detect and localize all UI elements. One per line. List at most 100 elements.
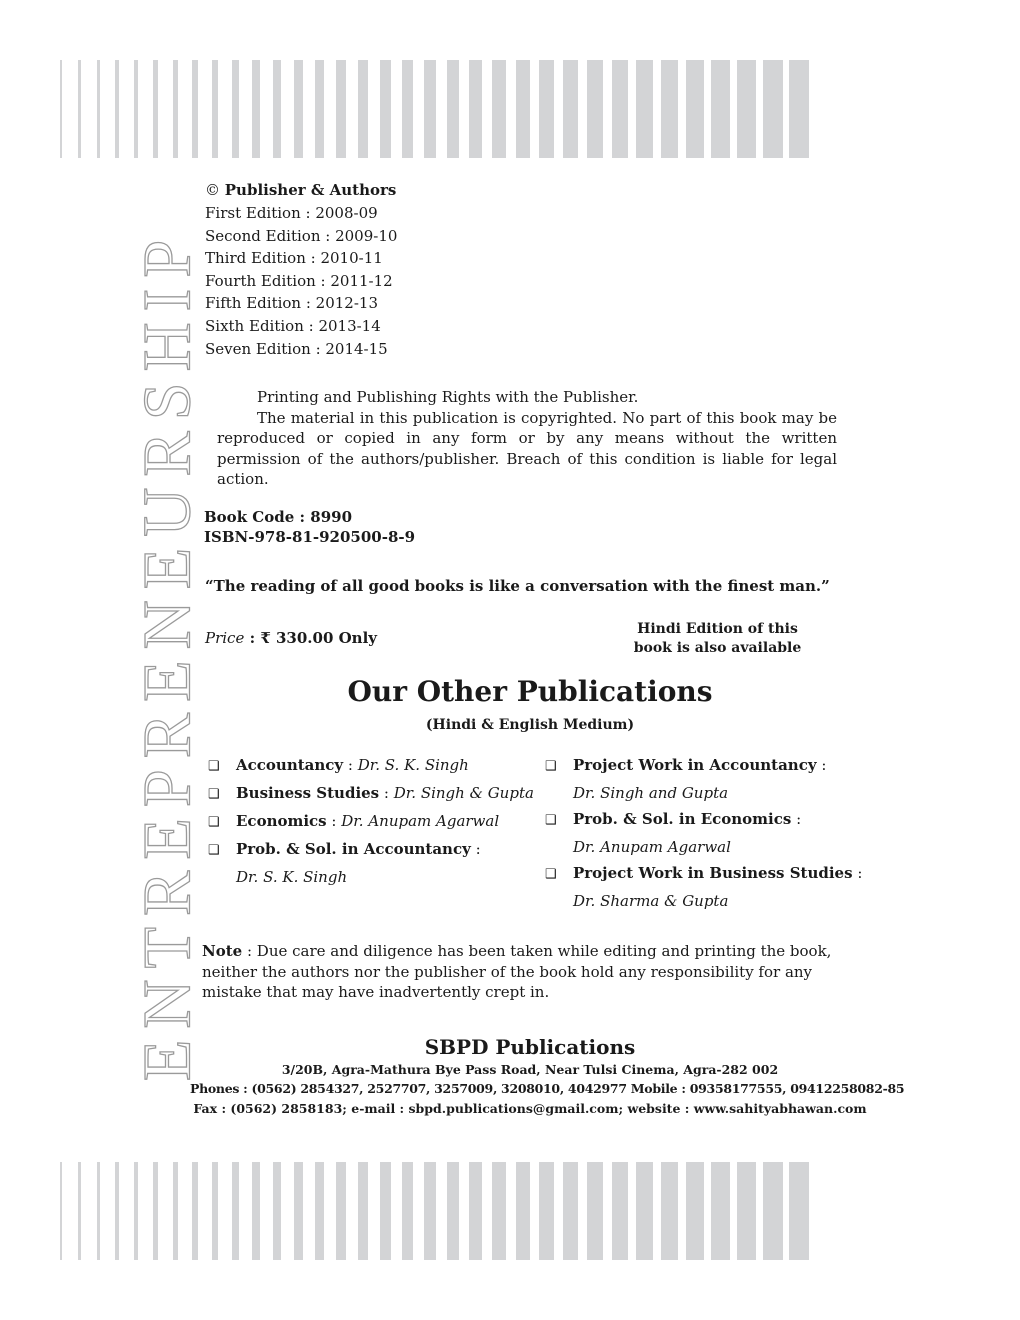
hindi-note-line: Hindi Edition of this bbox=[637, 621, 798, 637]
publication-item: ❑Project Work in Accountancy : bbox=[545, 752, 862, 780]
rights-notice: Printing and Publishing Rights with the … bbox=[217, 387, 837, 490]
stripe bbox=[115, 60, 119, 158]
stripe bbox=[711, 1162, 730, 1260]
stripe bbox=[252, 1162, 260, 1260]
edition-item: Sixth Edition : 2013-14 bbox=[205, 316, 381, 335]
stripe bbox=[612, 1162, 628, 1260]
stripe bbox=[153, 1162, 158, 1260]
publications-left-column: ❑Accountancy : Dr. S. K. Singh❑Business … bbox=[208, 752, 534, 890]
checkbox-bullet-icon: ❑ bbox=[545, 759, 557, 774]
publisher-name: SBPD Publications bbox=[424, 1035, 636, 1059]
stripe bbox=[492, 1162, 506, 1260]
publication-item: ❑Accountancy : Dr. S. K. Singh bbox=[208, 752, 534, 780]
publication-author-line: Dr. Singh and Gupta bbox=[545, 780, 862, 806]
stripe bbox=[516, 60, 530, 158]
stripe bbox=[402, 1162, 413, 1260]
stripe bbox=[273, 1162, 281, 1260]
hindi-edition-note: Hindi Edition of this book is also availa… bbox=[600, 620, 835, 658]
checkbox-bullet-icon: ❑ bbox=[208, 787, 220, 802]
note-label: Note bbox=[202, 942, 243, 960]
stripe bbox=[686, 60, 704, 158]
stripe bbox=[636, 1162, 653, 1260]
edition-item: Fifth Edition : 2012-13 bbox=[205, 294, 378, 313]
stripe bbox=[424, 60, 436, 158]
stripe bbox=[115, 1162, 119, 1260]
book-code: Book Code : 8990 bbox=[204, 508, 353, 526]
publication-author: Dr. Anupam Agarwal bbox=[341, 812, 500, 830]
publication-author: Dr. S. K. Singh bbox=[357, 756, 469, 774]
edition-item: Fourth Edition : 2011-12 bbox=[205, 271, 393, 290]
stripe bbox=[447, 1162, 459, 1260]
edition-item: Third Edition : 2010-11 bbox=[205, 249, 383, 268]
price-sep: : bbox=[244, 629, 261, 647]
publication-author-line: Dr. S. K. Singh bbox=[208, 864, 534, 890]
stripe bbox=[336, 1162, 346, 1260]
publications-title: Our Other Publications bbox=[347, 675, 713, 708]
stripe bbox=[686, 1162, 704, 1260]
publications-subtitle: (Hindi & English Medium) bbox=[425, 717, 635, 733]
decorative-stripes-bottom bbox=[60, 1162, 960, 1260]
publication-title: Project Work in Business Studies bbox=[573, 864, 853, 882]
stripe bbox=[315, 60, 324, 158]
stripe bbox=[134, 60, 138, 158]
checkbox-bullet-icon: ❑ bbox=[208, 843, 220, 858]
stripe bbox=[294, 1162, 303, 1260]
stripe bbox=[358, 60, 368, 158]
publication-author: Dr. S. K. Singh bbox=[236, 868, 348, 886]
stripe bbox=[294, 60, 303, 158]
stripe bbox=[711, 60, 730, 158]
hindi-note-line: book is also available bbox=[633, 640, 802, 656]
stripe bbox=[273, 60, 281, 158]
stripe bbox=[612, 60, 628, 158]
stripe bbox=[424, 1162, 436, 1260]
publication-title: Prob. & Sol. in Accountancy bbox=[236, 840, 471, 858]
stripe bbox=[315, 1162, 324, 1260]
publication-author: Dr. Singh and Gupta bbox=[573, 784, 729, 802]
publication-author: Dr. Anupam Agarwal bbox=[573, 838, 731, 856]
checkbox-bullet-icon: ❑ bbox=[545, 867, 557, 882]
stripe bbox=[97, 60, 100, 158]
stripe bbox=[563, 60, 578, 158]
stripe bbox=[661, 60, 678, 158]
publication-title: Accountancy bbox=[236, 756, 344, 774]
stripe bbox=[469, 1162, 482, 1260]
publication-item: ❑Prob. & Sol. in Economics : bbox=[545, 806, 862, 834]
stripe bbox=[492, 60, 506, 158]
stripe bbox=[380, 1162, 391, 1260]
stripe bbox=[763, 60, 783, 158]
stripe bbox=[173, 60, 178, 158]
stripe bbox=[252, 60, 260, 158]
stripe bbox=[789, 1162, 809, 1260]
stripe bbox=[516, 1162, 530, 1260]
publication-author: Dr. Singh & Gupta bbox=[393, 784, 534, 802]
stripe bbox=[358, 1162, 368, 1260]
side-title: ENTREPRENEURSHIP bbox=[128, 228, 205, 1082]
publication-author: Dr. Sharma & Gupta bbox=[573, 892, 729, 910]
copyright-symbol: © bbox=[205, 181, 220, 199]
stripe bbox=[173, 1162, 178, 1260]
stripe bbox=[789, 60, 809, 158]
stripe bbox=[232, 60, 239, 158]
stripe bbox=[661, 1162, 678, 1260]
edition-item: Seven Edition : 2014-15 bbox=[205, 339, 388, 358]
isbn: ISBN-978-81-920500-8-9 bbox=[204, 528, 416, 546]
stripe bbox=[587, 60, 603, 158]
stripe bbox=[402, 60, 413, 158]
publication-item: ❑Business Studies : Dr. Singh & Gupta bbox=[208, 780, 534, 808]
stripe bbox=[192, 1162, 198, 1260]
edition-item: Second Edition : 2009-10 bbox=[205, 226, 398, 245]
checkbox-bullet-icon: ❑ bbox=[208, 815, 220, 830]
copyright-holder: Publisher & Authors bbox=[224, 181, 397, 199]
price-label: Price bbox=[205, 629, 245, 647]
stripe bbox=[212, 1162, 218, 1260]
note-text: Due care and diligence has been taken wh… bbox=[202, 942, 832, 1001]
stripe bbox=[336, 60, 346, 158]
stripe bbox=[469, 60, 482, 158]
publication-item: ❑Economics : Dr. Anupam Agarwal bbox=[208, 808, 534, 836]
publications-right-column: ❑Project Work in Accountancy : Dr. Singh… bbox=[545, 752, 862, 914]
stripe bbox=[636, 60, 653, 158]
publication-title: Project Work in Accountancy bbox=[573, 756, 817, 774]
rights-line: Printing and Publishing Rights with the … bbox=[257, 388, 639, 406]
